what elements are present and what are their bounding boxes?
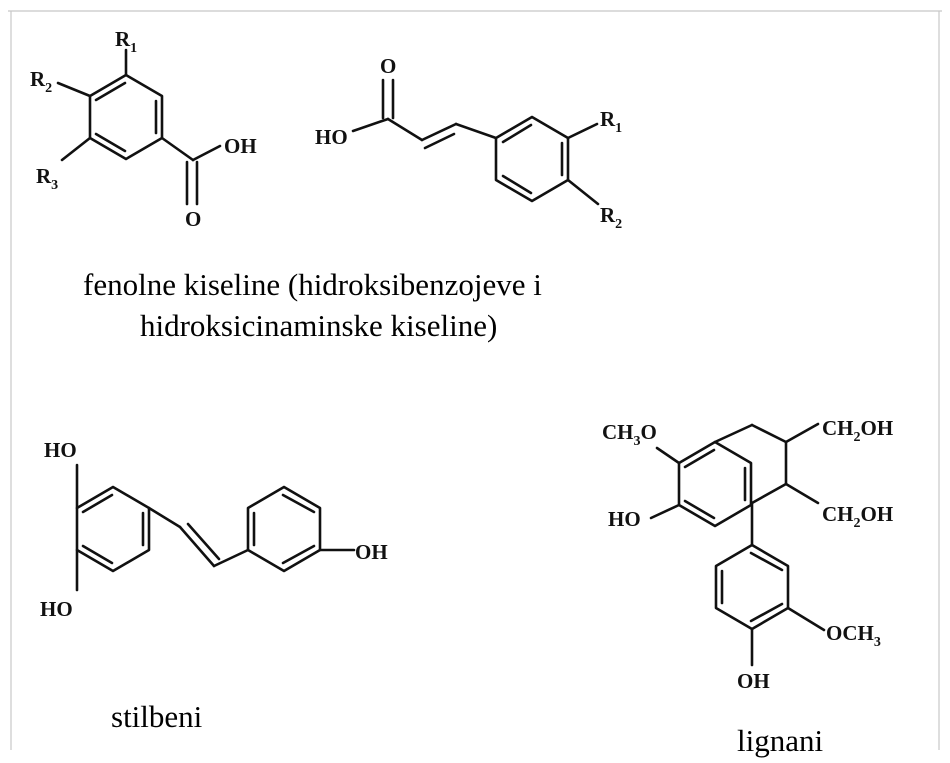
top-hydroxymethyl-label: CH2OH (822, 416, 893, 445)
phenolic-acids-caption-line1: fenolne kiseline (hidroksibenzojeve i (83, 267, 542, 302)
hydroxycinnamic-acid-structure: O HO R1 R2 (315, 54, 622, 232)
lignan-structure: CH3O HO CH2OH CH2OH OCH3 OH (602, 416, 893, 693)
benzene-ring (88, 73, 164, 161)
para-hydroxyl-label: OH (355, 540, 388, 564)
carbonyl-oxygen-label: O (380, 54, 396, 78)
methoxy-bond (655, 446, 681, 465)
bottom-hydroxymethyl-label: CH2OH (822, 502, 893, 531)
benzene-ring (494, 115, 570, 203)
carbonyl-oxygen-label: O (185, 207, 201, 231)
r2-label: R2 (30, 67, 52, 96)
carbon-chain (713, 422, 820, 547)
resorcinol-ring (75, 485, 151, 573)
r1-label: R1 (115, 27, 137, 56)
phenol-ring (246, 485, 322, 573)
r2-bond (566, 178, 600, 206)
lower-methoxy-bond (786, 606, 826, 632)
bottom-hydroxyl-label: HO (40, 597, 73, 621)
vinyl-bridge (147, 506, 250, 568)
top-hydroxyl-label: HO (44, 438, 77, 462)
upper-hydroxyl-label: HO (608, 507, 641, 531)
hydroxyl-label: HO (315, 125, 348, 149)
stilbenes-caption: stilbeni (111, 699, 203, 734)
lower-methoxy-label: OCH3 (826, 621, 881, 650)
lower-ring (714, 543, 790, 631)
hydroxyl-label: OH (224, 134, 257, 158)
r1-bond (566, 122, 599, 140)
lower-hydroxyl-label: OH (737, 669, 770, 693)
substituent-bonds (56, 48, 222, 206)
r1-label: R1 (600, 107, 622, 136)
upper-hydroxyl-bond (649, 503, 681, 520)
methoxy-label: CH3O (602, 420, 657, 449)
upper-ring (677, 440, 753, 528)
r2-label: R2 (600, 203, 622, 232)
hydroxybenzoic-acid-structure: R1 R2 R3 OH O (30, 27, 257, 231)
acid-chain-bonds (351, 78, 498, 150)
lignans-caption: lignani (737, 723, 823, 758)
stilbene-structure: HO HO OH (40, 438, 388, 621)
phenolic-acids-caption-line2: hidroksicinaminske kiseline) (140, 308, 497, 343)
r3-label: R3 (36, 164, 58, 193)
